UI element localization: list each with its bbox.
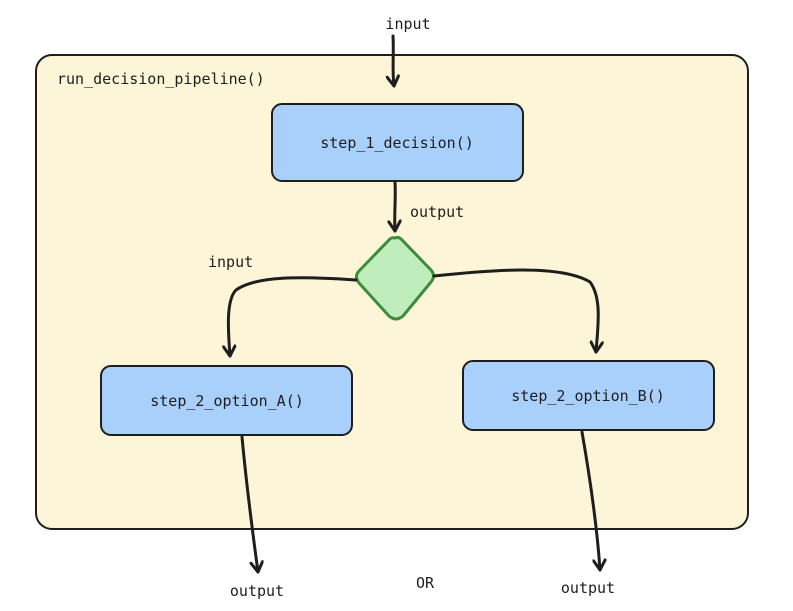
option-a-output-label: output bbox=[230, 582, 284, 600]
arrow-option-b-to-output bbox=[580, 430, 600, 572]
branch-input-label: input bbox=[208, 253, 253, 271]
arrow-input-to-step1 bbox=[393, 34, 394, 88]
container-label: run_decision_pipeline() bbox=[57, 70, 265, 88]
step-1-decision-label: step_1_decision() bbox=[320, 134, 474, 152]
top-input-label: input bbox=[385, 15, 430, 33]
or-label: OR bbox=[416, 574, 435, 592]
arrow-step1-to-decision bbox=[395, 180, 396, 233]
step-1-decision-node[interactable] bbox=[271, 103, 524, 182]
arrow-option-a-to-output bbox=[240, 435, 258, 574]
arrow-decision-to-option-b bbox=[432, 268, 598, 354]
step1-output-label: output bbox=[410, 203, 464, 221]
step-2-option-a-label: step_2_option_A() bbox=[150, 392, 304, 410]
arrow-decision-to-option-a bbox=[228, 276, 358, 358]
step-2-option-b-label: step_2_option_B() bbox=[511, 387, 665, 405]
step-2-option-b-node[interactable] bbox=[462, 360, 715, 431]
step-2-option-a-node[interactable] bbox=[100, 365, 353, 436]
decision-diamond[interactable] bbox=[355, 235, 435, 321]
option-b-output-label: output bbox=[561, 579, 615, 597]
